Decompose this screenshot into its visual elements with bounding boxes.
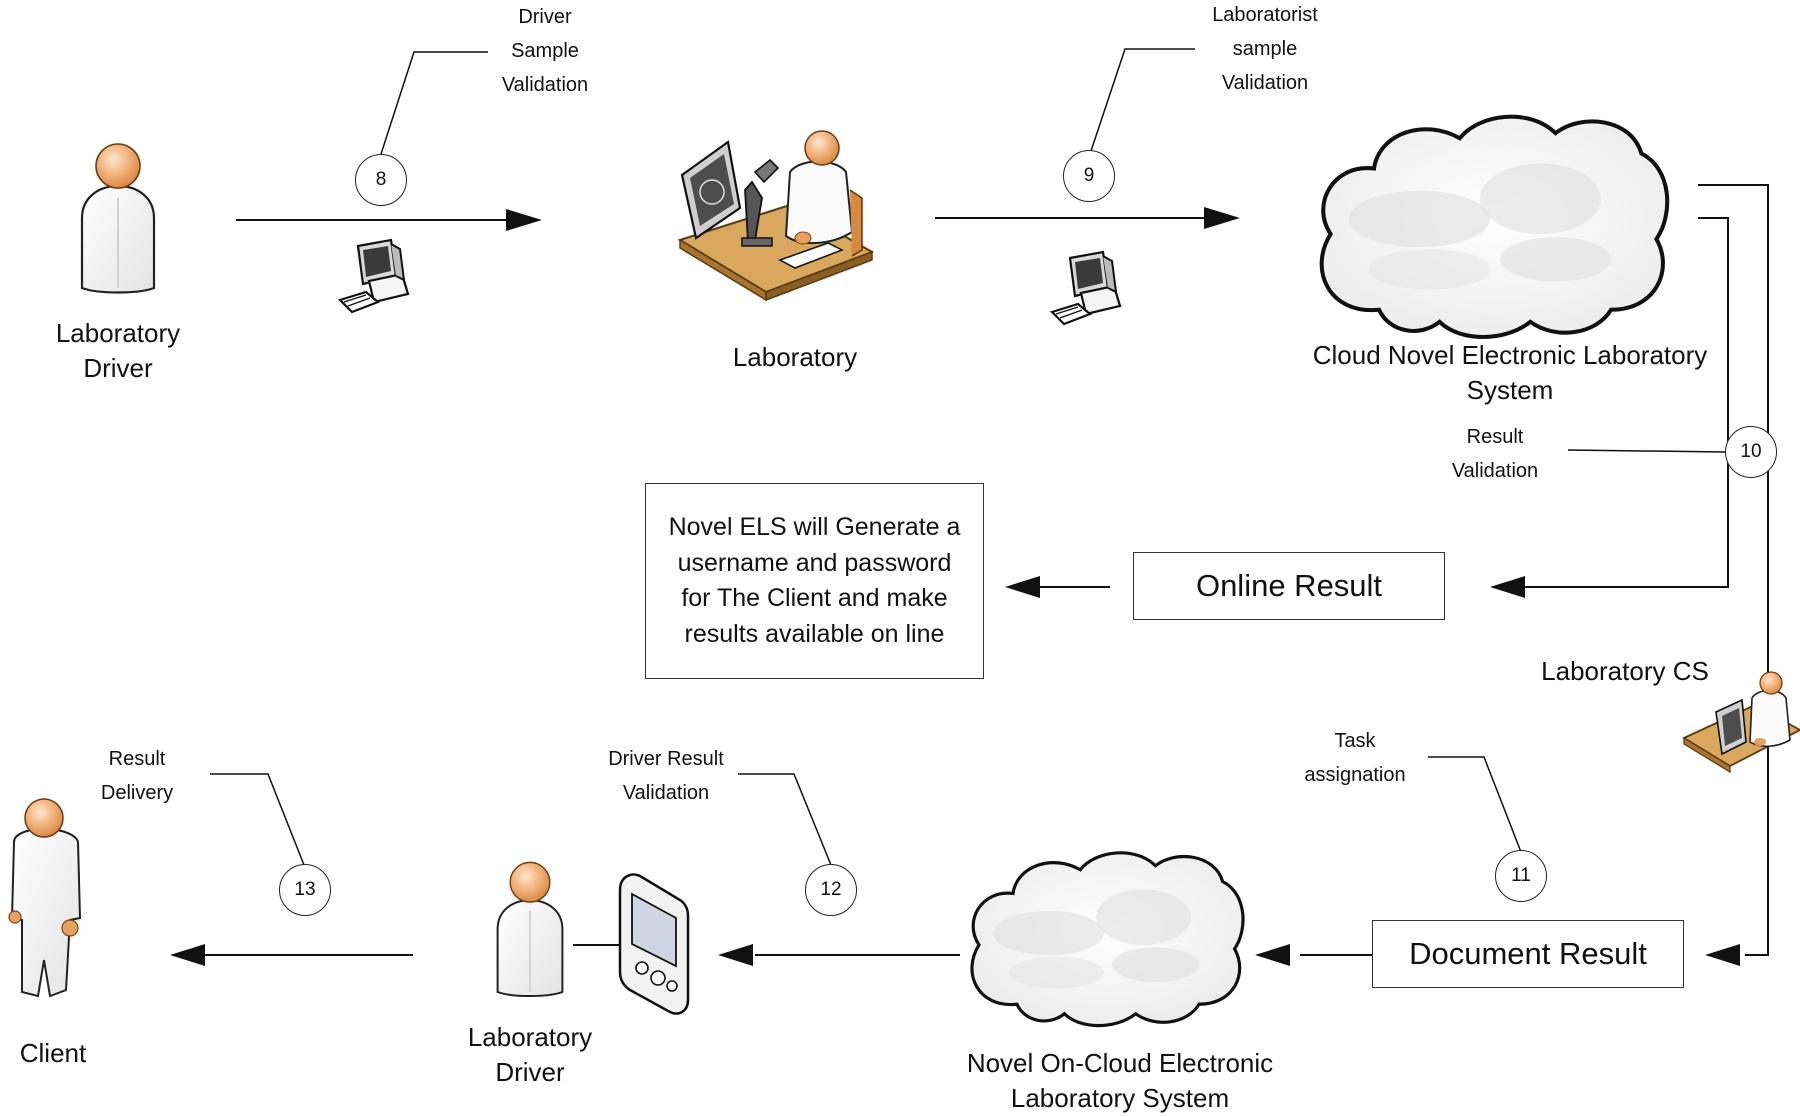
arrowhead <box>1255 944 1290 966</box>
arrowhead <box>1490 576 1525 598</box>
arrowhead <box>170 944 205 966</box>
arrowhead <box>1705 944 1740 966</box>
online-result-box: Online Result <box>1133 552 1445 620</box>
connector-cloud-to-online-result <box>1525 217 1729 588</box>
cloud-bottom-label: Novel On-Cloud Electronic Laboratory Sys… <box>966 1048 1274 1114</box>
leader-step-12 <box>738 773 832 866</box>
arrowhead <box>718 944 753 966</box>
document-result-text: Document Result <box>1409 936 1647 971</box>
arrowhead <box>1204 207 1240 229</box>
step-8-label: Driver Sample Validation <box>501 6 589 96</box>
step-12-label: Driver Result Validation <box>608 748 724 804</box>
person-icon <box>496 861 564 998</box>
laboratory-label: Laboratory <box>732 342 858 372</box>
novel-els-note-text: Novel ELS will Generate a username and p… <box>668 513 961 648</box>
computer-icon <box>1050 250 1122 326</box>
novel-els-note-box: Novel ELS will Generate a username and p… <box>645 483 984 679</box>
leader-step-8 <box>380 51 488 155</box>
connectors <box>205 184 1769 956</box>
customer-service-desk-icon <box>1682 671 1800 774</box>
step-8-marker: 8 <box>355 154 407 206</box>
leader-step-9 <box>1090 48 1195 152</box>
pda-device-icon <box>618 873 690 1015</box>
arrowhead <box>1005 576 1040 598</box>
laboratory-cs-label: Laboratory CS <box>1541 656 1709 686</box>
online-result-text: Online Result <box>1195 568 1383 603</box>
lab-driver-top-label: Laboratory Driver <box>55 318 181 384</box>
document-result-box: Document Result <box>1372 920 1684 988</box>
leader-step-11 <box>1428 756 1522 853</box>
cloud-top-label: Cloud Novel Electronic Laboratory System <box>1312 340 1708 406</box>
person-icon <box>8 798 82 998</box>
connector-cloud-to-document-result <box>1698 184 1769 956</box>
leader-step-13 <box>210 773 305 866</box>
arrowheads <box>170 207 1740 966</box>
callout-leaders <box>210 48 1726 866</box>
step-9-marker: 9 <box>1063 150 1115 202</box>
step-13-label: Result Delivery <box>100 748 174 804</box>
step-11-marker: 11 <box>1495 850 1547 902</box>
lab-driver-bottom-label: Laboratory Driver <box>467 1022 593 1088</box>
step-12-marker: 12 <box>805 864 857 916</box>
arrowhead <box>506 209 542 231</box>
cloud-icon <box>1322 117 1668 337</box>
step-13-marker: 13 <box>279 864 331 916</box>
client-label: Client <box>19 1038 87 1068</box>
cloud-icon <box>970 851 1245 1028</box>
step-10-label: Result Validation <box>1451 426 1539 482</box>
person-icon <box>80 142 156 294</box>
step-9-label: Laboratorist sample Validation <box>1212 4 1318 94</box>
laboratory-workstation-icon <box>677 130 875 302</box>
step-11-label: Task assignation <box>1304 730 1406 786</box>
computer-icon <box>338 238 410 314</box>
step-10-marker: 10 <box>1725 426 1777 478</box>
leader-step-10 <box>1567 449 1726 453</box>
